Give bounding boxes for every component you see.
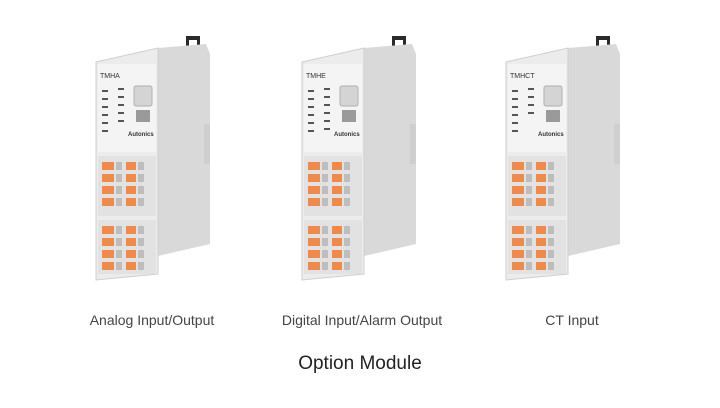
- module-model-label: TMHCT: [510, 73, 535, 80]
- module-device-image: TMHCT Autonics: [505, 36, 620, 281]
- module-model-label: TMHA: [100, 73, 120, 80]
- caption-analog: Analog Input/Output: [89, 312, 215, 328]
- module-device-image: TMHA Autonics: [95, 36, 210, 281]
- module-digital: TMHE Autonics: [294, 34, 424, 284]
- module-ct: TMHCT Autonics: [498, 34, 628, 284]
- module-model-label: TMHE: [306, 73, 326, 80]
- page-title: Option Module: [298, 353, 422, 374]
- module-brand-logo: Autonics: [334, 132, 360, 138]
- module-brand-logo: Autonics: [538, 132, 564, 138]
- module-analog: TMHA Autonics: [88, 34, 218, 284]
- caption-digital: Digital Input/Alarm Output: [281, 312, 443, 328]
- caption-ct: CT Input: [545, 312, 599, 328]
- module-device-image: TMHE Autonics: [301, 36, 416, 281]
- module-brand-logo: Autonics: [128, 132, 154, 138]
